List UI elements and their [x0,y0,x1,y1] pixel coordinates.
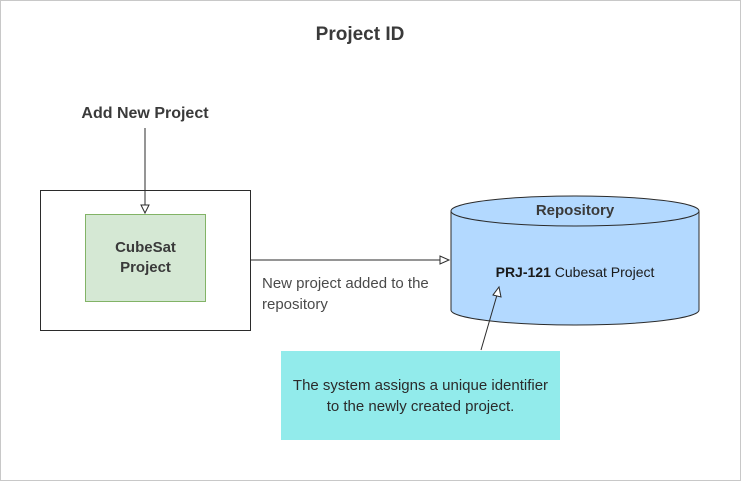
add-project-arrow [140,128,150,215]
identifier-note-text: The system assigns a unique identifier t… [292,376,549,415]
note-pointer-arrow [480,285,502,351]
add-to-repository-arrow [250,255,451,265]
repository-entry: PRJ-121 Cubesat Project [450,264,700,280]
edge-label-new-project: New project added to the repository [262,275,429,313]
diagram-title: Project ID [315,24,405,45]
identifier-note: The system assigns a unique identifier t… [281,351,560,440]
repository-title: Repository [535,202,615,219]
cubesat-project-node: CubeSat Project [85,214,206,302]
add-new-project-label: Add New Project [81,105,209,122]
repository-entry-name: Cubesat Project [554,264,655,280]
repository-entry-id: PRJ-121 [495,264,551,280]
cubesat-project-label: CubeSat Project [115,239,176,276]
repository-cylinder [450,195,700,326]
